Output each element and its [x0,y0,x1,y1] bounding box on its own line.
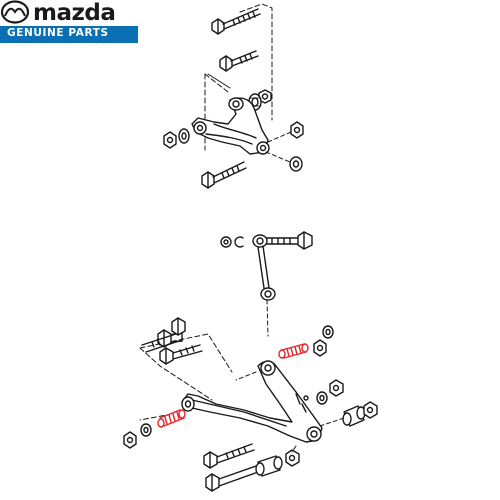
upper-control-arm [191,97,270,155]
bushing [255,455,283,477]
bolt [211,8,261,35]
nut [123,431,137,449]
nut [329,379,344,397]
bolt [171,317,186,336]
bushing [342,405,366,427]
upper-arm-assembly [163,3,304,189]
nut [290,121,304,139]
nut [258,89,272,104]
mazda-emblem-icon [0,0,30,24]
washer [140,423,152,437]
stabilizer-link-assembly [220,231,313,337]
brand-wordmark: mazda [33,0,116,26]
bushing [278,343,309,359]
bolt [219,50,259,72]
mazda-logo: mazda GENUINE PARTS [0,0,140,44]
bushing [157,409,186,428]
clip [234,236,244,248]
nut [313,339,327,357]
nut [285,449,300,467]
washer [316,391,328,405]
bushing [289,156,303,172]
nut [163,131,177,149]
stabilizer-link [252,234,276,301]
washer [322,325,334,339]
bolt [203,443,255,469]
bolt [265,231,313,250]
washer [220,236,232,248]
bolt [205,465,259,492]
genuine-parts-label: GENUINE PARTS [7,27,109,39]
washer [178,128,190,144]
leader-line [207,73,231,89]
nut [363,401,378,419]
phantom-guide-lines [204,3,273,151]
bolt [159,344,203,365]
lower-control-arm [181,360,323,443]
genuine-parts-banner: GENUINE PARTS [0,26,138,43]
bolt [201,161,247,189]
bolt [141,329,183,353]
lower-arm-assembly [123,317,378,492]
